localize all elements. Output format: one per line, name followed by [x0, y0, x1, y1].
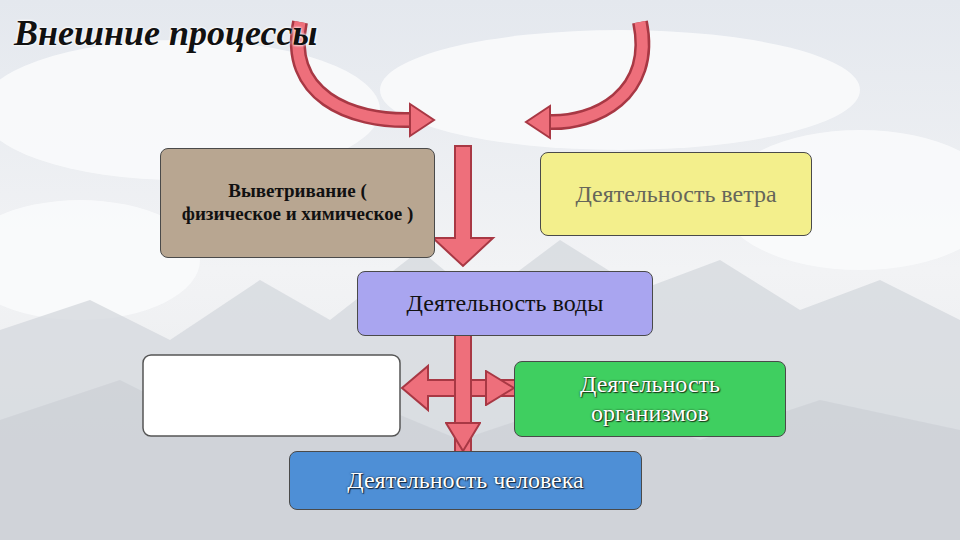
water-box: Деятельность воды: [357, 271, 653, 336]
mountains: [0, 240, 960, 540]
node-label: Деятельность человека: [347, 466, 583, 495]
diagram-title: Внешние процессы: [14, 12, 317, 54]
arrow-body: [456, 336, 470, 451]
curled-arrows: [298, 22, 643, 122]
human-box: Деятельность человека: [289, 451, 642, 510]
node-label: Выветривание ( физическое и химическое ): [177, 180, 418, 226]
wind-box: Деятельность ветра: [540, 152, 812, 236]
empty-box: [143, 355, 400, 436]
arrow-head: [526, 106, 550, 138]
arrow-outline: [454, 336, 472, 451]
node-label: Деятельность организмов: [531, 370, 769, 428]
weathering-box: Выветривание ( физическое и химическое ): [160, 148, 435, 258]
node-label: Деятельность воды: [407, 289, 604, 318]
down-arrow: [433, 146, 493, 266]
arrow-head: [410, 104, 434, 136]
organisms-box: Деятельность организмов: [514, 361, 786, 437]
flow-arrow: [463, 336, 464, 451]
node-label: Деятельность ветра: [575, 180, 776, 209]
left-arrow: [402, 366, 463, 410]
